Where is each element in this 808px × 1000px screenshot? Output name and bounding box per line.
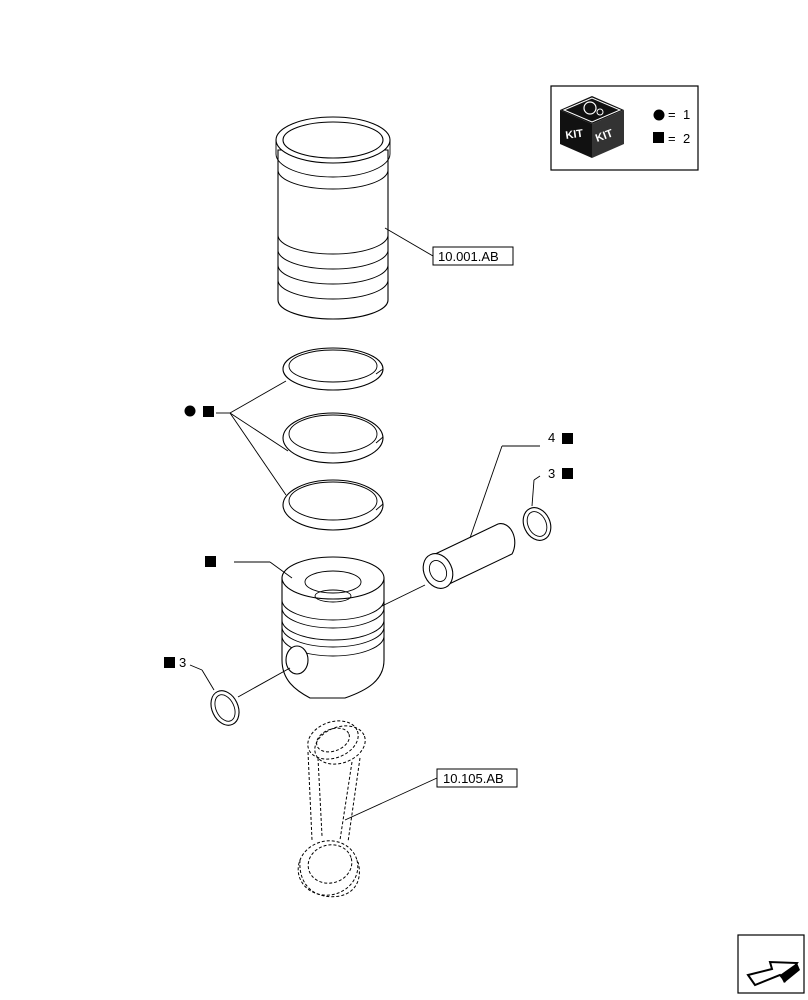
- kit-label-left: KIT: [565, 128, 584, 142]
- piston: [234, 556, 426, 699]
- liner-reference-box[interactable]: 10.001.AB: [432, 246, 514, 266]
- liner-reference-label: 10.001.AB: [438, 249, 499, 264]
- legend-equals-2: =: [668, 131, 676, 146]
- circlip-right-callout-number: 3: [548, 466, 555, 481]
- rings-square-marker-icon: [203, 406, 214, 417]
- pin-callout-number: 4: [548, 430, 555, 445]
- legend-circle-value: 1: [683, 107, 690, 122]
- kit-box-icon: KIT KIT: [560, 96, 624, 158]
- cylinder-liner: [275, 116, 434, 320]
- circlip-left-square-marker-icon: [164, 657, 175, 668]
- piston-ring-1: [282, 347, 384, 391]
- circlip-right-square-marker-icon: [562, 468, 573, 479]
- legend-square-value: 2: [683, 131, 690, 146]
- connecting-rod-reference-box[interactable]: 10.105.AB: [436, 768, 518, 788]
- connecting-rod-reference-label: 10.105.AB: [443, 771, 504, 786]
- connecting-rod: [297, 720, 438, 898]
- circlip-left: [189, 664, 240, 726]
- circlip-left-callout-number: 3: [179, 655, 186, 670]
- pin-square-marker-icon: [562, 433, 573, 444]
- kit-label-right: KIT: [594, 127, 615, 144]
- circle-symbol-icon: [653, 109, 665, 121]
- piston-ring-2: [282, 412, 384, 464]
- next-page-arrow-icon[interactable]: [737, 934, 805, 994]
- piston-pin: [422, 445, 540, 589]
- rings-circle-marker-icon: [184, 405, 196, 417]
- kit-legend: KIT KIT = 1 = 2: [550, 85, 699, 171]
- legend-equals-1: =: [668, 107, 676, 122]
- piston-ring-3: [282, 479, 384, 531]
- piston-square-marker-icon: [205, 556, 216, 567]
- circlip-right: [522, 475, 552, 541]
- piston-rings: [229, 347, 384, 531]
- square-symbol-icon: [653, 132, 664, 143]
